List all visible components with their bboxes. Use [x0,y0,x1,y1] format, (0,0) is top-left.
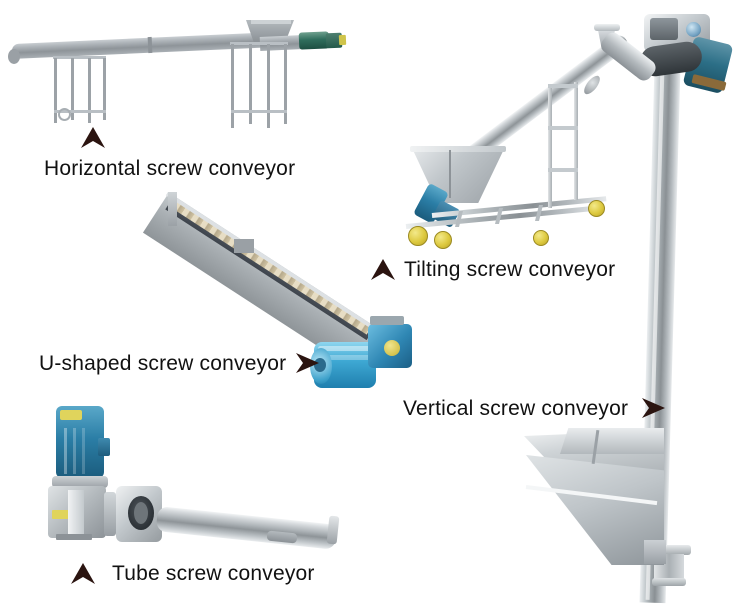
tilting-caster-wheel-3 [533,230,549,246]
horizontal-right-stand-leg-3 [267,44,270,128]
vertical-bottom-flange [647,545,691,555]
tube-motor-adapter-flange [52,476,108,488]
vertical-gearbox-oil-sight-glass [686,22,701,37]
up-arrow-icon-tube [70,562,96,586]
up-arrow-icon-tilting [370,258,396,282]
label-horizontal-screw-conveyor: Horizontal screw conveyor [44,157,296,180]
tilting-hopper-rim [410,146,506,152]
tube-motor-terminal-box [98,438,110,456]
tilting-caster-wheel-2 [434,231,452,249]
vertical-screw-conveyor-image [524,0,750,615]
horizontal-right-stand-leg-2 [249,44,252,124]
right-arrow-icon-u-shaped [294,351,320,375]
horizontal-right-stand-brace [231,110,287,113]
tube-gearbox-foot [56,534,92,540]
vertical-hopper-throat [644,540,666,564]
tube-discharge-flange [326,515,340,545]
tilting-screw-conveyor-image [402,8,631,253]
tube-gearbox-nameplate [52,510,72,519]
tilting-caster-wheel-4 [588,200,605,217]
vertical-hopper-back-panel [560,428,664,454]
horizontal-tube-flange [147,36,153,54]
u-shaped-inlet-end-plate [168,192,177,226]
vertical-inlet-spout-mouth [581,73,603,97]
horizontal-left-stand-leg-3 [88,58,91,123]
horizontal-right-stand-leg-1 [231,44,234,128]
horizontal-left-stand-brace [54,110,106,113]
u-shaped-screw-conveyor-image [142,190,438,405]
tilting-support-mast-right [574,82,578,200]
tube-motor-fin-1 [64,428,67,474]
tube-screw-conveyor-image [42,398,342,550]
label-tube-screw-conveyor: Tube screw conveyor [112,562,315,585]
tilting-caster-wheel-1 [408,226,428,246]
u-shaped-mid-support-bracket [234,239,254,253]
label-tilting-screw-conveyor: Tilting screw conveyor [404,258,616,281]
horizontal-motor-terminal-box [338,34,347,46]
right-arrow-icon-vertical [640,396,666,420]
horizontal-left-stand-ring [58,108,71,121]
horizontal-screw-conveyor-image [8,20,353,130]
tube-gearbox-window [68,490,84,534]
horizontal-right-stand-leg-4 [284,44,287,124]
u-shaped-motor-cooling-fin-1 [318,346,372,351]
tilting-support-rung-3 [548,168,578,172]
u-shaped-motor-cooling-fin-2 [318,355,372,360]
tilting-support-rung-2 [548,126,578,130]
horizontal-left-stand-leg-4 [103,58,106,120]
tube-conveyor-barrel [155,506,338,550]
horizontal-left-stand-leg-2 [71,58,74,120]
horizontal-right-stand-top [230,42,288,45]
tilting-top-flange [594,24,620,31]
horizontal-tube-end-cap [8,49,20,64]
tube-motor-fin-2 [73,428,76,474]
tilting-support-rung-1 [548,84,578,88]
horizontal-hopper-rim [251,20,291,24]
up-arrow-icon-horizontal [80,126,106,150]
tube-motor-nameplate [60,410,82,420]
tube-inlet-screw-visible [134,502,148,524]
vertical-gearbox-inspection-cover [650,18,678,40]
label-u-shaped-screw-conveyor: U-shaped screw conveyor [39,352,287,375]
u-shaped-gearbox-output-flange [384,340,400,356]
horizontal-left-stand-leg-1 [54,58,57,123]
tube-inlet-neck [104,492,116,536]
vertical-outlet-rim [652,578,686,586]
u-shaped-gearbox-mount-plate [370,316,404,325]
tilting-support-mast-left [548,86,552,208]
horizontal-left-stand-top [53,56,106,59]
tube-motor-fin-3 [82,428,85,474]
label-vertical-screw-conveyor: Vertical screw conveyor [403,397,629,420]
u-shaped-motor-fan-grill [314,358,326,372]
tilting-hopper-divider [449,150,451,198]
horizontal-conveyor-tube [11,31,281,59]
